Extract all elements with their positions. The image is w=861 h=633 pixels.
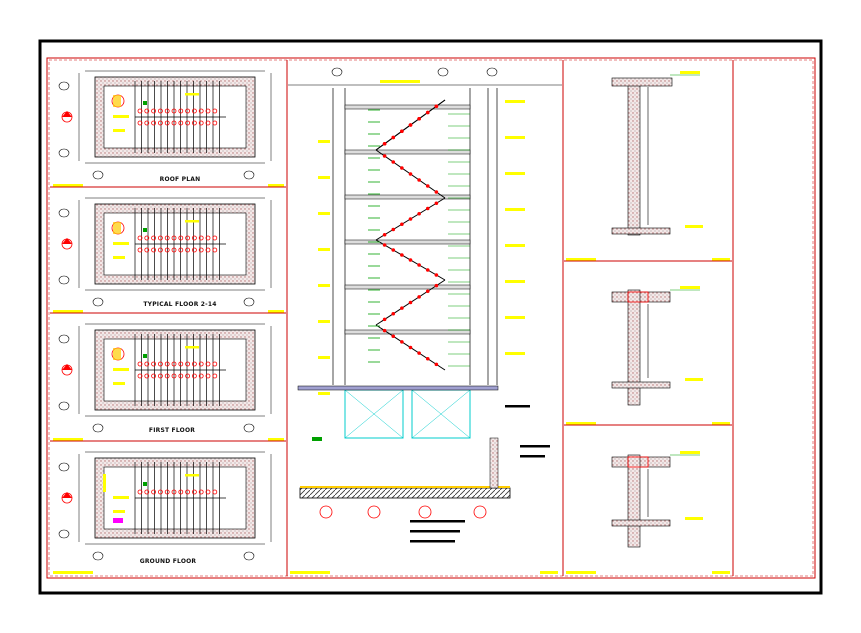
ground-floor-title: GROUND FLOOR bbox=[140, 558, 197, 565]
stair-section bbox=[297, 67, 550, 543]
beam-detail-2 bbox=[611, 286, 703, 406]
beam-detail-3 bbox=[611, 451, 703, 548]
floor-plan-first bbox=[58, 323, 272, 433]
beam-details bbox=[611, 71, 703, 548]
grid-bubble bbox=[486, 67, 498, 77]
roof-plan-title: ROOF PLAN bbox=[160, 176, 201, 183]
typical-floor-title: TYPICAL FLOOR 2-14 bbox=[143, 301, 216, 308]
beam-detail-1 bbox=[611, 71, 703, 236]
floor-plan-ground bbox=[58, 451, 272, 561]
sheet-border bbox=[46, 57, 816, 579]
drawing-frame bbox=[38, 39, 823, 595]
grid-bubble bbox=[331, 67, 343, 77]
grid-bubble bbox=[437, 67, 449, 77]
floor-plan-typical bbox=[58, 197, 272, 307]
first-floor-title: FIRST FLOOR bbox=[149, 427, 195, 434]
floor-plans bbox=[58, 70, 272, 561]
floor-plan-roof bbox=[58, 70, 272, 180]
title-strips bbox=[53, 184, 730, 574]
